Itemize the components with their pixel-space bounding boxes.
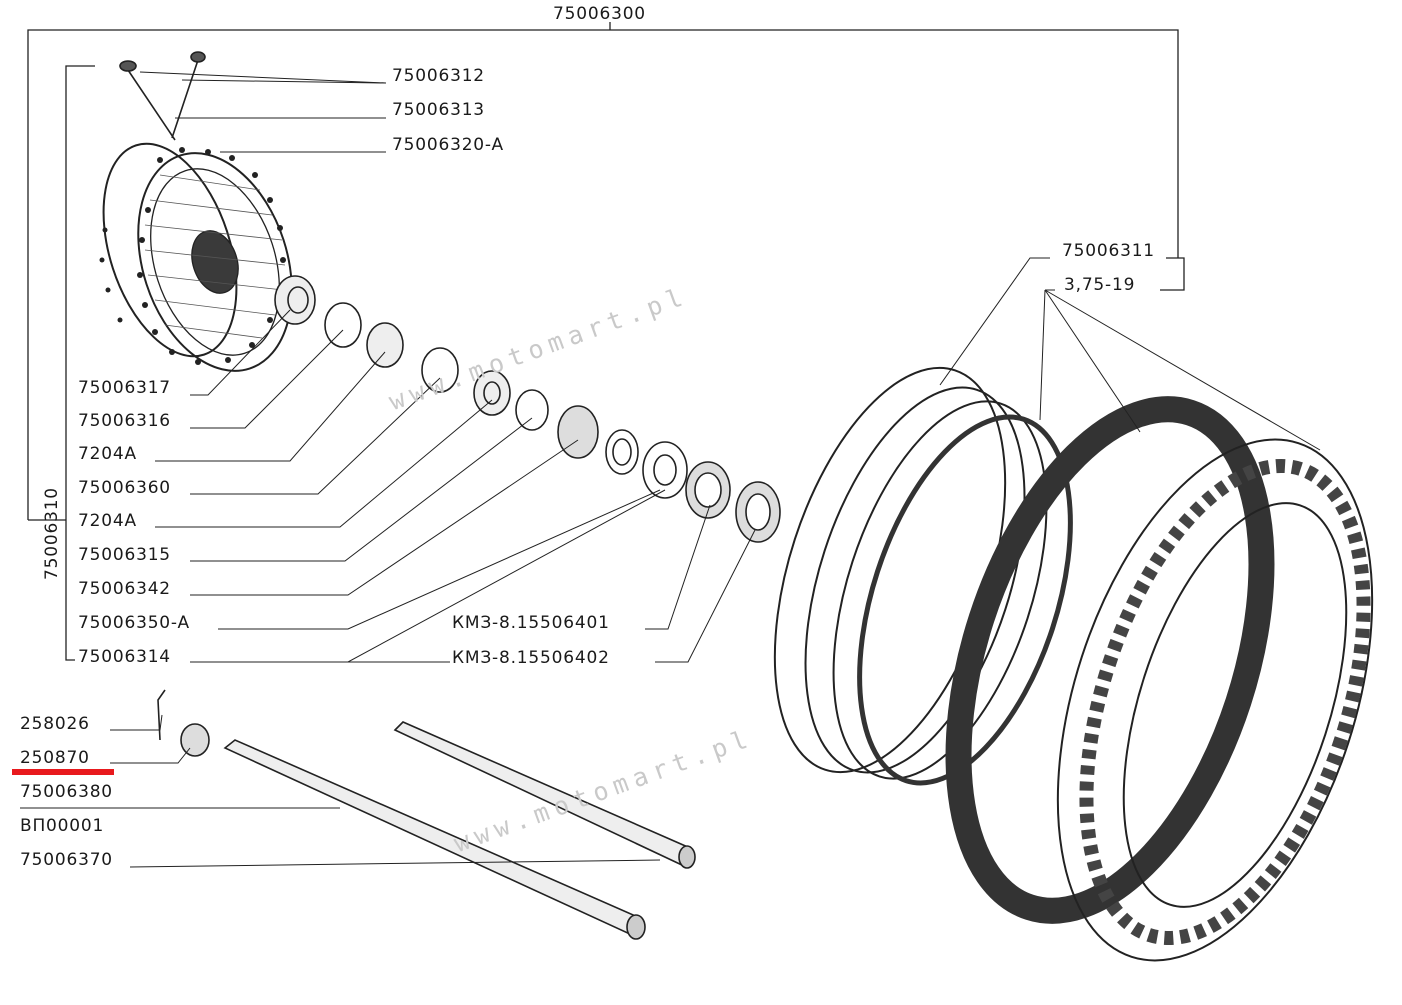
- callout-75006380: 75006380: [20, 782, 113, 802]
- callout-250870: 250870: [20, 748, 90, 768]
- callout-75006310: 75006310: [42, 487, 62, 580]
- callout-75006342: 75006342: [78, 579, 171, 599]
- callout-75006314: 75006314: [78, 647, 171, 667]
- rim-part: [773, 366, 1048, 780]
- callout-75006312: 75006312: [392, 66, 485, 86]
- axle-parts: [223, 721, 696, 940]
- callout-tyre-size: 3,75-19: [1064, 275, 1136, 295]
- callout-vp00001: ВП00001: [20, 816, 105, 836]
- top-assembly-bracket: [27, 22, 1185, 291]
- callout-7204a-1: 7204A: [78, 444, 137, 464]
- spoke-parts: [119, 51, 206, 141]
- callout-75006316: 75006316: [78, 411, 171, 431]
- callout-75006320-a: 75006320-A: [392, 135, 504, 155]
- callout-kmz-15506401: КМЗ-8.15506401: [452, 613, 610, 633]
- callout-75006311: 75006311: [1062, 241, 1155, 261]
- pin-and-nut-parts: [157, 689, 210, 757]
- callout-75006300: 75006300: [553, 4, 646, 24]
- callout-75006317: 75006317: [78, 378, 171, 398]
- hub-part: [99, 142, 293, 372]
- callout-75006313: 75006313: [392, 100, 485, 120]
- leader-lines: [20, 71, 1321, 868]
- hub-assembly-bracket: [27, 65, 95, 661]
- tyre-part: [1056, 438, 1374, 962]
- flap-part: [945, 396, 1275, 924]
- callout-75006370: 75006370: [20, 850, 113, 870]
- callout-75006350-a: 75006350-A: [78, 613, 190, 633]
- inner-tube-part: [857, 414, 1073, 786]
- callout-kmz-15506402: КМЗ-8.15506402: [452, 648, 610, 668]
- callout-7204a-2: 7204A: [78, 511, 137, 531]
- callout-75006360: 75006360: [78, 478, 171, 498]
- callout-258026: 258026: [20, 714, 90, 734]
- highlight-underline: [12, 769, 114, 775]
- axle-stack-parts: [274, 275, 781, 543]
- callout-75006315: 75006315: [78, 545, 171, 565]
